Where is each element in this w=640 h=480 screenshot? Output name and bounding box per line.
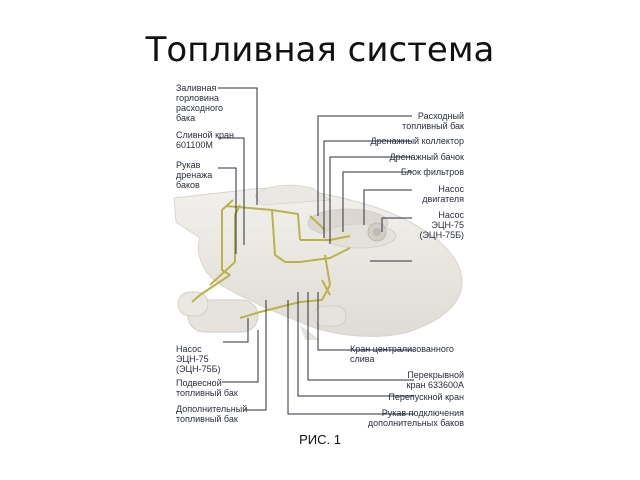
label-aux-tank-hose: Рукав подключения дополнительных баков [367, 408, 464, 428]
label-drain-manifold: Дренажный коллектор [370, 136, 465, 146]
label-central-drain-valve: Кран централизованного слива [350, 344, 454, 364]
leader-lines [218, 87, 414, 415]
label-bypass-valve: Перепускной кран [388, 392, 464, 402]
label-pump-right: Насос ЭЦН-75 (ЭЦН-75Б) [419, 210, 464, 240]
label-service-tank: Расходный топливный бак [402, 111, 464, 131]
fuel-pipes [191, 199, 351, 319]
label-pump-left: Насос ЭЦН-75 (ЭЦН-75Б) [176, 344, 221, 374]
label-tank-drain-hose: Рукав дренажа баков [176, 160, 213, 190]
label-filler-neck: Заливная горловина расходного бака [176, 83, 224, 123]
label-drain-tank: Дренажный бачок [389, 152, 464, 162]
label-drain-valve: Сливной кран 601100М [176, 130, 234, 150]
label-filter-unit: Блок фильтров [400, 167, 464, 177]
label-auxiliary-tank: Дополнительный топливный бак [176, 404, 248, 424]
external-tanks [177, 291, 347, 333]
figure-caption: РИС. 1 [299, 432, 341, 447]
label-shutoff-valve: Перекрывной кран 633600А [406, 370, 464, 390]
label-engine-pump: Насос двигателя [422, 184, 464, 204]
label-external-tank: Подвесной топливный бак [176, 378, 238, 398]
slide-title: Топливная система [145, 30, 495, 70]
